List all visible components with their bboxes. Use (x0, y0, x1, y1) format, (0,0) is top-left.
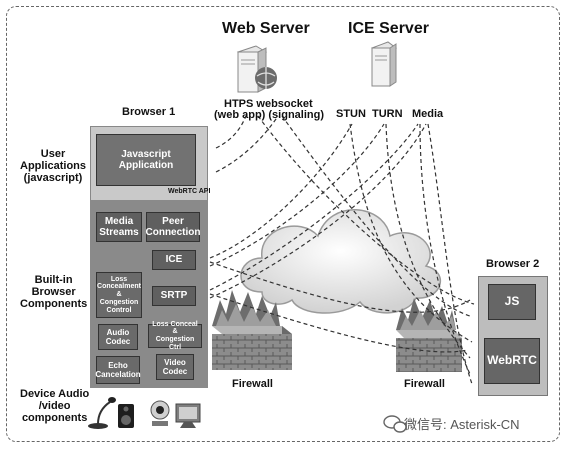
microphone-icon (88, 397, 116, 429)
user-applications-label: User Applications (javascript) (20, 148, 87, 185)
loss-conceal-ctrl-box: Loss Conceal & Congestion Ctrl (148, 321, 202, 351)
peer-connection-box: Peer Connection (146, 212, 201, 242)
cloud-icon (240, 209, 442, 314)
web-server-title: Web Server (222, 20, 310, 37)
webrtc-api-label: WebRTC API (168, 188, 211, 195)
wechat-icon (383, 415, 407, 433)
stun-label: STUN (336, 108, 366, 120)
ice-box: ICE (152, 250, 196, 270)
speaker-icon (118, 404, 134, 428)
video-codec-box: Video Codec (156, 354, 194, 380)
diagram-frame (6, 6, 560, 442)
webapp-signaling-label: (web app) (signaling) (214, 109, 324, 121)
browser2-title: Browser 2 (486, 258, 540, 270)
media-label: Media (412, 108, 444, 120)
firewall-left-label: Firewall (232, 378, 273, 390)
loss-concealment-box: Loss Concealment & Congestion Control (96, 272, 142, 318)
websocket-label: HTPS websocket (224, 98, 313, 110)
browser2-js-box: JS (488, 284, 536, 320)
browser1-title: Browser 1 (122, 106, 176, 118)
monitor-icon (175, 403, 201, 428)
watermark-text: 微信号: Asterisk-CN (404, 417, 520, 432)
ice-server-title: ICE Server (348, 20, 429, 37)
media-streams-box: Media Streams (96, 212, 142, 242)
firewall-icon (212, 290, 292, 370)
builtin-components-label: Built-in Browser Components (20, 274, 88, 311)
ice-server-icon (370, 41, 398, 87)
turn-label: TURN (372, 108, 403, 120)
webcam-icon (150, 400, 170, 426)
audio-codec-box: Audio Codec (98, 324, 138, 350)
firewall-icon (396, 298, 462, 372)
firewall-right-label: Firewall (404, 378, 445, 390)
srtp-box: SRTP (152, 286, 196, 306)
javascript-application-box: Javascript Application (96, 134, 196, 186)
device-components-label: Device Audio /video components (20, 388, 90, 425)
web-server-icon (236, 45, 277, 93)
browser2-webrtc-box: WebRTC (484, 338, 540, 384)
echo-cancelation-box: Echo Cancelation (95, 356, 141, 384)
